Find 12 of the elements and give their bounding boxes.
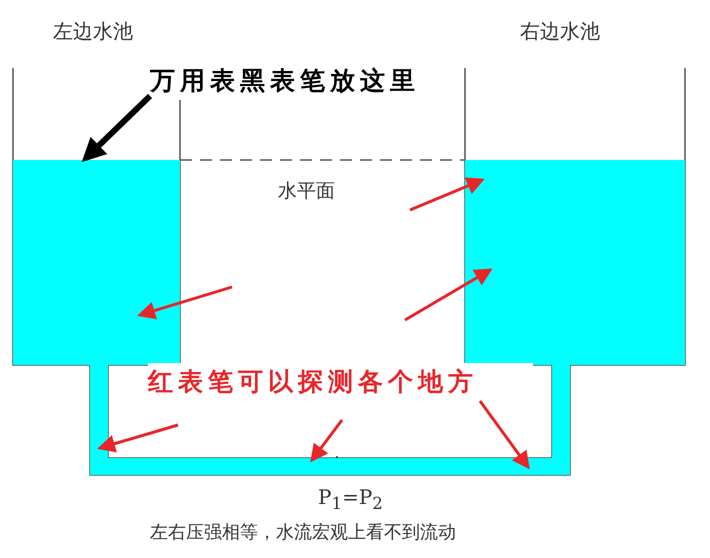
pool-heading: 左边水池	[53, 18, 133, 45]
arrow	[478, 400, 530, 470]
arrow	[137, 286, 232, 320]
water-level-label: 水平面	[278, 179, 335, 204]
arrow	[409, 177, 485, 212]
arrow	[82, 94, 152, 162]
caption: 左右压强相等，水流宏观上看不到流动	[150, 521, 456, 544]
pressure-equation: P$_{1}$=P$_{2}$	[318, 485, 383, 513]
pool-heading: 右边水池	[520, 18, 600, 45]
arrow	[310, 419, 344, 462]
arrow	[97, 424, 178, 452]
arrow	[404, 268, 493, 322]
